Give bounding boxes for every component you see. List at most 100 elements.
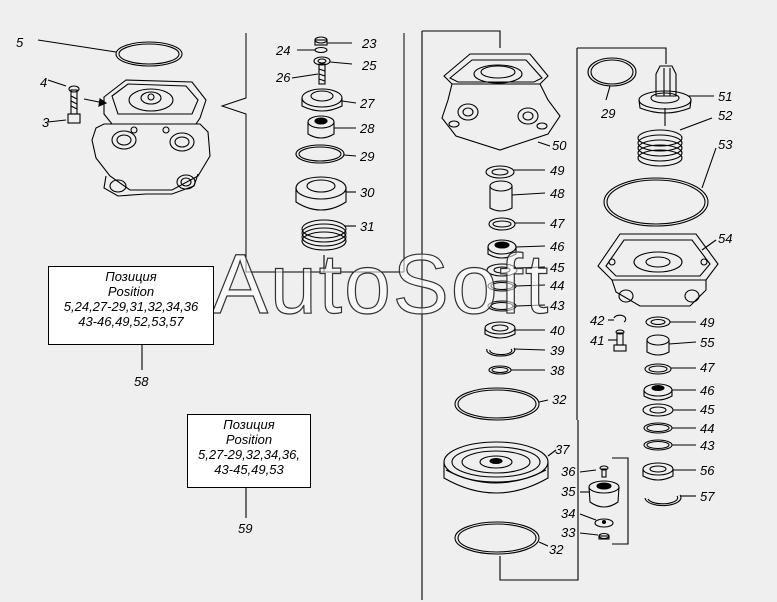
valve-46-lower	[643, 383, 673, 401]
o-ring-32-upper	[454, 387, 540, 421]
seal-45-lower	[642, 403, 674, 417]
callout-46b: 46	[700, 383, 715, 398]
group-bracket-4	[576, 47, 667, 420]
callout-32: 32	[552, 392, 567, 407]
position-box-2-line-1: Позиция	[223, 417, 275, 432]
sleeve-55	[646, 334, 670, 356]
callout-24: 24	[275, 43, 290, 58]
o-ring-32-lower	[454, 521, 540, 555]
spring-52	[637, 129, 683, 167]
o-ring-38	[488, 365, 512, 375]
position-box-1-line-3: 5,24,27-29,31,32,34,36	[63, 299, 199, 314]
ring-44-lower	[643, 422, 673, 434]
callout-44b: 44	[700, 421, 714, 436]
screw-26	[313, 56, 331, 85]
ring-43-upper	[487, 300, 517, 312]
group-bracket-2	[421, 30, 501, 600]
group-bracket	[220, 33, 405, 273]
washer-34	[594, 518, 614, 528]
callout-41: 41	[590, 333, 604, 348]
callout-45: 45	[550, 260, 565, 275]
position-box-1-line-4: 43-46,49,52,53,57	[78, 314, 184, 329]
callout-43: 43	[550, 298, 565, 313]
callout-55: 55	[700, 335, 715, 350]
o-ring-53	[603, 177, 709, 227]
sleeve-48	[489, 180, 513, 212]
callout-30: 30	[360, 185, 375, 200]
clip-42	[613, 314, 627, 323]
callout-5: 5	[16, 35, 24, 50]
callout-54: 54	[718, 231, 732, 246]
position-box-1: Позиция Position 5,24,27-29,31,32,34,36 …	[48, 266, 214, 345]
stem-51	[638, 65, 692, 126]
callout-37: 37	[555, 442, 570, 457]
screw-36	[599, 465, 609, 478]
callout-52: 52	[718, 108, 733, 123]
seal-49-upper	[485, 165, 515, 179]
callout-29: 29	[359, 149, 374, 164]
washer-24	[314, 46, 328, 54]
valve-body-35	[588, 480, 620, 508]
callout-26: 26	[275, 70, 291, 85]
valve-46-upper	[487, 239, 517, 259]
callout-50: 50	[552, 138, 567, 153]
callout-46: 46	[550, 239, 565, 254]
position-box-2: Позиция Position 5,27-29,32,34,36, 43-45…	[187, 414, 311, 488]
callout-51: 51	[718, 89, 732, 104]
callout-4: 4	[40, 75, 47, 90]
callout-42: 42	[590, 313, 605, 328]
callout-48: 48	[550, 186, 565, 201]
callout-49: 49	[550, 163, 564, 178]
callout-3: 3	[42, 115, 50, 130]
callout-40: 40	[550, 323, 565, 338]
callout-49b: 49	[700, 315, 714, 330]
brake-valve-housing	[91, 79, 211, 197]
callout-47b: 47	[700, 360, 715, 375]
o-ring-29	[295, 144, 345, 164]
seal-40	[484, 321, 516, 339]
seal-ring-5	[115, 41, 183, 67]
spring-31	[301, 219, 347, 272]
position-box-2-line-3: 5,27-29,32,34,36,	[198, 447, 300, 462]
bolt-41	[613, 329, 627, 352]
position-box-2-line-2: Position	[225, 432, 273, 447]
callout-33: 33	[561, 525, 576, 540]
callout-35: 35	[561, 484, 576, 499]
seal-45-upper	[486, 263, 518, 277]
ring-47-upper	[488, 217, 516, 231]
callout-53: 53	[718, 137, 733, 152]
ring-43-lower	[643, 439, 673, 451]
callout-56: 56	[700, 463, 715, 478]
callout-32b: 32	[549, 542, 564, 557]
o-ring-29-right	[587, 57, 637, 87]
ring-44-upper	[487, 280, 517, 292]
callout-31: 31	[360, 219, 374, 234]
position-box-2-ref: 59	[238, 521, 253, 536]
nut-33	[598, 532, 610, 540]
snap-ring-39	[486, 347, 516, 357]
callout-47: 47	[550, 216, 565, 231]
callout-28: 28	[359, 121, 375, 136]
nut-23	[314, 36, 328, 46]
callout-39: 39	[550, 343, 564, 358]
bolt-3	[67, 85, 81, 124]
callout-23: 23	[361, 36, 377, 51]
callout-45b: 45	[700, 402, 715, 417]
callout-43b: 43	[700, 438, 715, 453]
position-box-1-line-2: Position	[107, 284, 155, 299]
position-box-1-line-1: Позиция	[105, 269, 157, 284]
diaphragm-piston-37	[443, 441, 549, 494]
lower-housing-54	[597, 233, 719, 307]
callout-44: 44	[550, 278, 564, 293]
ring-47-lower	[644, 363, 672, 375]
callout-27: 27	[359, 96, 375, 111]
callout-25: 25	[361, 58, 377, 73]
upper-housing-50	[441, 53, 561, 151]
callout-29b: 29	[600, 106, 615, 121]
seal-56	[642, 462, 674, 481]
snap-ring-57	[644, 494, 682, 507]
callout-57: 57	[700, 489, 715, 504]
piston-30	[295, 176, 347, 211]
group-bracket-3	[612, 457, 629, 545]
